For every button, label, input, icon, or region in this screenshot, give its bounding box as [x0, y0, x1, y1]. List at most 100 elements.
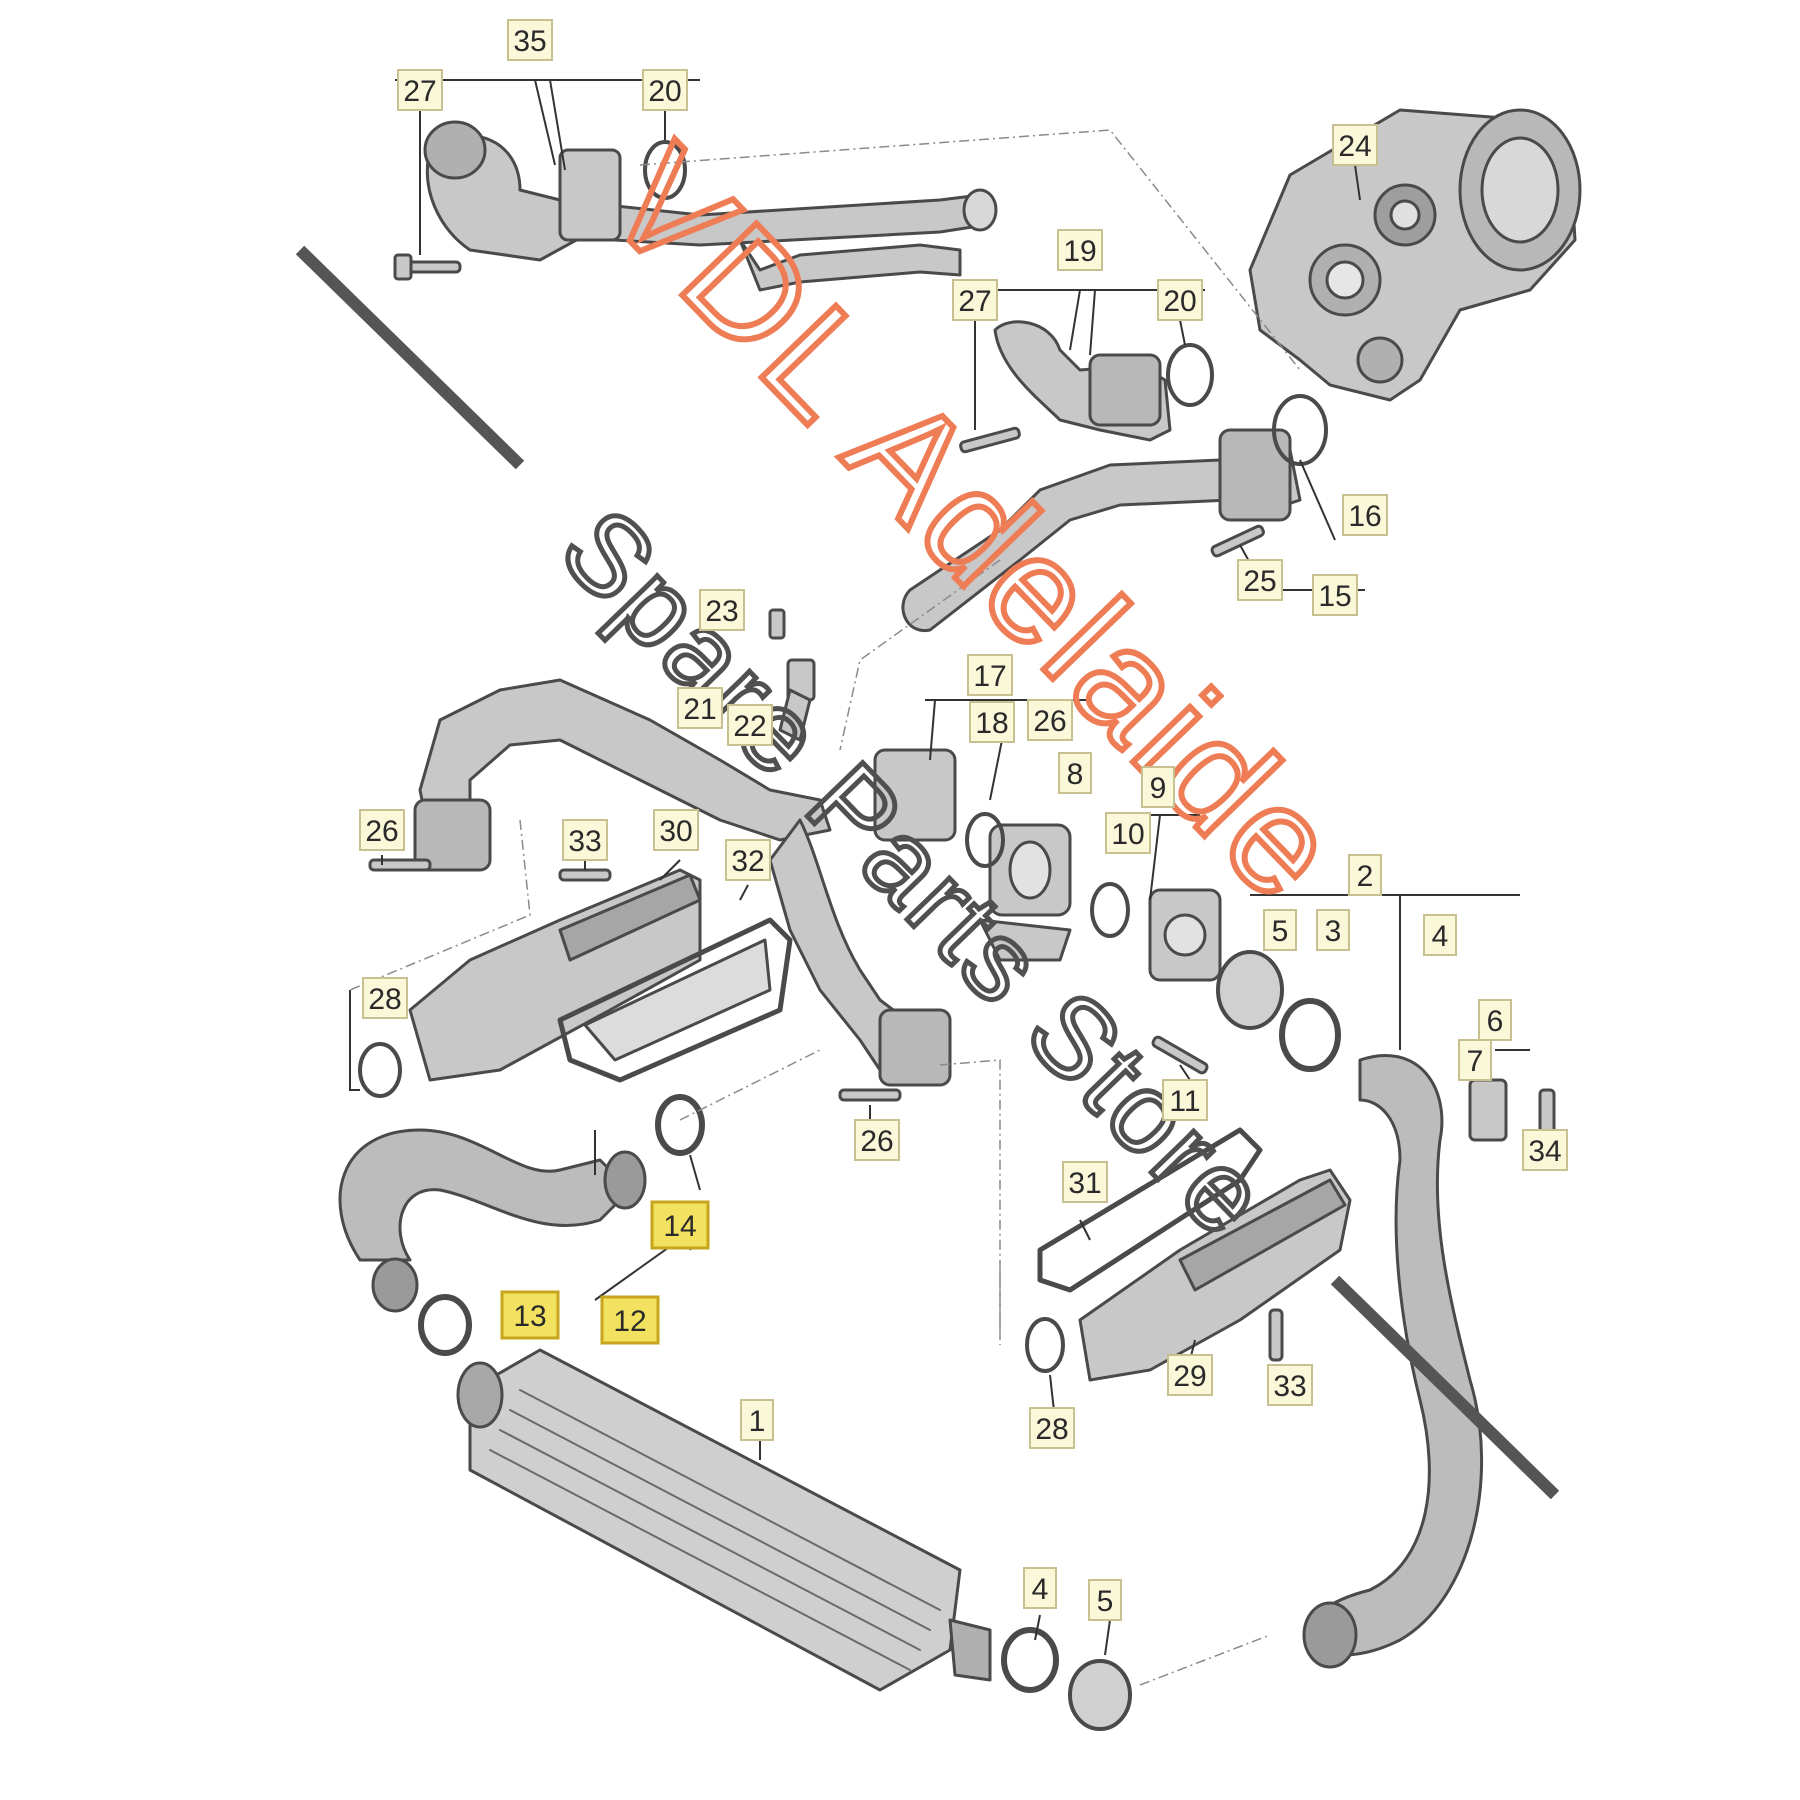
o-ring-middle — [1166, 343, 1214, 407]
bolt-11 — [1151, 1035, 1209, 1075]
callout-number: 20 — [1163, 285, 1196, 318]
callout-18: 18 — [969, 701, 1015, 743]
callout-number: 20 — [648, 75, 681, 108]
callout-number: 4 — [1432, 920, 1449, 953]
bolt-33a — [558, 868, 612, 882]
callout-20: 20 — [642, 69, 688, 111]
callout-13-highlighted: 13 — [500, 1290, 560, 1340]
o-ring-10 — [1090, 882, 1130, 938]
callout-30: 30 — [653, 809, 699, 851]
callout-box — [600, 1295, 660, 1345]
callout-box — [1423, 914, 1457, 956]
callout-28: 28 — [362, 977, 408, 1019]
callout-10: 10 — [1105, 812, 1151, 854]
callout-number: 27 — [958, 285, 991, 318]
callout-number: 30 — [659, 815, 692, 848]
sensor-assembly — [768, 608, 816, 742]
callout-number: 21 — [683, 693, 716, 726]
callout-number: 17 — [973, 660, 1006, 693]
callout-number: 10 — [1111, 818, 1144, 851]
callout-number: 14 — [663, 1210, 696, 1243]
seal-5 — [1068, 1659, 1132, 1731]
callout-5: 5 — [1088, 1579, 1122, 1621]
callout-box — [1057, 229, 1103, 271]
auxiliary-cooler-right — [1078, 1168, 1352, 1382]
watermark-slash-top — [295, 245, 525, 470]
charge-air-pipe-down — [768, 818, 952, 1087]
callout-number: 11 — [1169, 1085, 1200, 1118]
callout-box — [562, 819, 608, 861]
bolt-upper — [393, 253, 462, 281]
callout-number: 13 — [513, 1300, 546, 1333]
callout-17: 17 — [967, 654, 1013, 696]
callout-box — [1023, 1567, 1057, 1609]
callout-box — [1105, 812, 1151, 854]
callout-box — [1478, 999, 1512, 1041]
callout-box — [725, 839, 771, 881]
callout-33: 33 — [1267, 1364, 1313, 1406]
callout-34: 34 — [1522, 1129, 1568, 1171]
watermark-slash-bottom — [1330, 1275, 1560, 1500]
charge-air-pipe-left — [413, 678, 832, 872]
callout-9: 9 — [1141, 766, 1175, 808]
callout-box — [969, 701, 1015, 743]
o-ring-15 — [1272, 394, 1328, 466]
callout-number: 12 — [613, 1305, 646, 1338]
callout-3: 3 — [1316, 909, 1350, 951]
callout-4: 4 — [1023, 1567, 1057, 1609]
callout-24: 24 — [1332, 124, 1378, 166]
charge-pipe-upper — [901, 428, 1302, 632]
clamp-13 — [418, 1294, 472, 1356]
callout-box — [740, 1399, 774, 1441]
callout-21: 21 — [677, 687, 723, 729]
callout-number: 1 — [749, 1405, 766, 1438]
callout-20: 20 — [1157, 279, 1203, 321]
callout-box — [500, 1290, 560, 1340]
clamp-3 — [1279, 998, 1341, 1072]
callout-number: 7 — [1467, 1045, 1484, 1078]
callout-box — [1237, 559, 1283, 601]
bolt-middle — [959, 426, 1021, 454]
callout-number: 5 — [1272, 915, 1289, 948]
callout-number: 33 — [568, 825, 601, 858]
clamp-14 — [655, 1094, 705, 1156]
callout-number: 34 — [1528, 1135, 1561, 1168]
callout-box — [727, 704, 773, 746]
callout-number: 28 — [1035, 1413, 1068, 1446]
callout-28: 28 — [1029, 1407, 1075, 1449]
callout-4: 4 — [1423, 914, 1457, 956]
callout-35: 35 — [507, 19, 553, 61]
callout-number: 31 — [1068, 1167, 1101, 1200]
callout-box — [699, 589, 745, 631]
o-ring-upper — [643, 140, 687, 200]
callout-box — [1458, 1039, 1492, 1081]
callout-26: 26 — [359, 809, 405, 851]
clamp-5 — [1216, 950, 1284, 1030]
callout-box — [1332, 124, 1378, 166]
callout-14-highlighted: 14 — [650, 1200, 710, 1250]
callout-5: 5 — [1263, 909, 1297, 951]
callout-box — [642, 69, 688, 111]
throttle-body — [873, 748, 1072, 962]
callout-box — [1342, 494, 1388, 536]
callout-12-highlighted: 12 — [600, 1295, 660, 1345]
callout-box — [1027, 699, 1073, 741]
bolt-25 — [1210, 524, 1265, 558]
callout-19: 19 — [1057, 229, 1103, 271]
callout-number: 16 — [1348, 500, 1381, 533]
callout-box — [1348, 854, 1382, 896]
bolt-33b — [1268, 1308, 1284, 1362]
turbo-inlet-elbow — [993, 320, 1172, 442]
bolt-26a — [368, 858, 432, 872]
callout-25: 25 — [1237, 559, 1283, 601]
callout-box — [1141, 766, 1175, 808]
callout-number: 25 — [1243, 565, 1276, 598]
callout-number: 5 — [1097, 1585, 1114, 1618]
callout-2: 2 — [1348, 854, 1382, 896]
o-ring-28a — [358, 1042, 402, 1098]
callout-box — [650, 1200, 710, 1250]
callout-number: 26 — [1033, 705, 1066, 738]
callout-box — [1157, 279, 1203, 321]
